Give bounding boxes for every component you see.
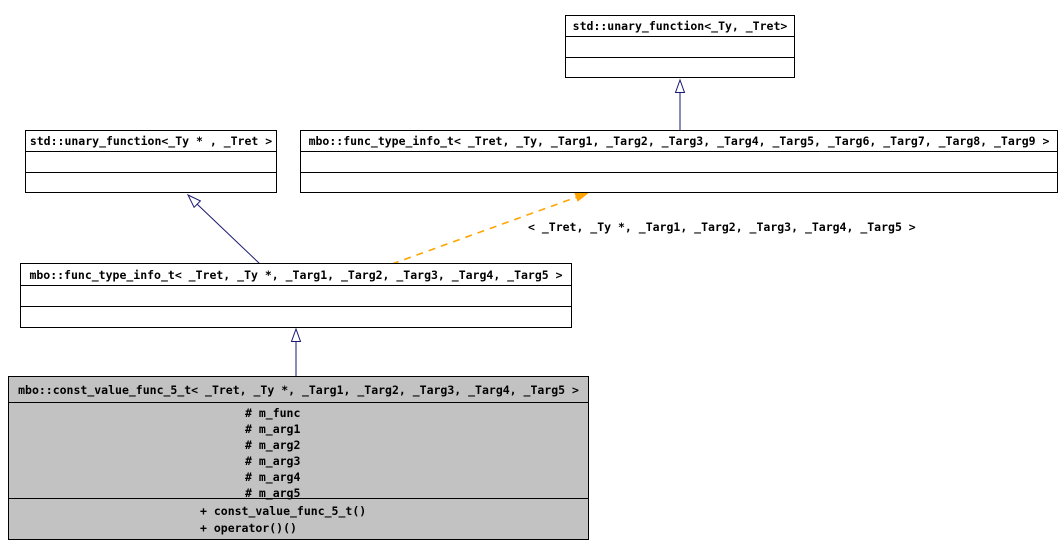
- attribute-m-func: # m_func: [245, 406, 301, 420]
- class-title: std::unary_function<_Ty * , _Tret >: [29, 134, 273, 148]
- attributes-compartment-empty: [301, 151, 1057, 172]
- class-node-std-unary-function[interactable]: std::unary_function<_Ty, _Tret>: [565, 15, 795, 78]
- class-node-const-value-func-5-t-selected: mbo::const_value_func_5_t< _Tret, _Ty *,…: [8, 376, 589, 540]
- methods-compartment: + const_value_func_5_t() + operator()(): [9, 498, 588, 539]
- attribute-m-arg2: # m_arg2: [245, 438, 301, 452]
- class-node-std-unary-function-ptr[interactable]: std::unary_function<_Ty * , _Tret >: [25, 130, 277, 193]
- class-node-func-type-info-t-9args[interactable]: mbo::func_type_info_t< _Tret, _Ty, _Targ…: [300, 130, 1058, 193]
- attribute-m-arg5: # m_arg5: [245, 486, 301, 500]
- attributes-compartment-empty: [566, 36, 794, 57]
- methods-compartment-empty: [21, 306, 571, 327]
- method-constructor: + const_value_func_5_t(): [200, 504, 367, 518]
- class-title: mbo::func_type_info_t< _Tret, _Ty *, _Ta…: [29, 267, 563, 282]
- method-operator-call: + operator()(): [200, 521, 297, 535]
- inheritance-arrow-left: [186, 193, 261, 265]
- methods-compartment-empty: [566, 57, 794, 77]
- attributes-compartment-empty: [21, 285, 571, 306]
- attribute-m-arg4: # m_arg4: [245, 470, 301, 484]
- inheritance-arrow-right: [674, 78, 686, 130]
- class-title: std::unary_function<_Ty, _Tret>: [572, 19, 788, 33]
- class-title: mbo::const_value_func_5_t< _Tret, _Ty *,…: [18, 382, 579, 397]
- methods-compartment-empty: [26, 172, 276, 192]
- inheritance-arrow-bottom: [290, 327, 302, 376]
- attribute-m-arg3: # m_arg3: [245, 454, 301, 468]
- class-node-func-type-info-t-5args[interactable]: mbo::func_type_info_t< _Tret, _Ty *, _Ta…: [20, 263, 572, 328]
- attribute-m-arg1: # m_arg1: [245, 422, 301, 436]
- class-title: mbo::func_type_info_t< _Tret, _Ty, _Targ…: [308, 134, 1050, 148]
- attributes-compartment: # m_func # m_arg1 # m_arg2 # m_arg3 # m_…: [9, 402, 588, 500]
- attributes-compartment-empty: [26, 151, 276, 172]
- template-arguments-edge-label: < _Tret, _Ty *, _Targ1, _Targ2, _Targ3, …: [528, 220, 916, 234]
- methods-compartment-empty: [301, 172, 1057, 192]
